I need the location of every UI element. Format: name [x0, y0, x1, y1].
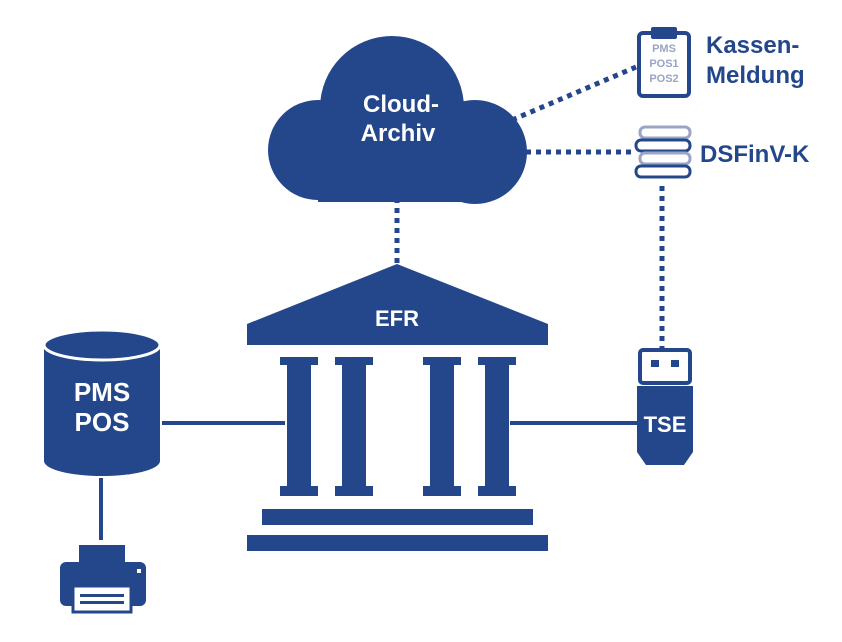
building-label: EFR	[375, 306, 419, 331]
kassen-label-line2: Meldung	[706, 62, 805, 89]
usb-icon	[637, 348, 693, 465]
printer-icon	[60, 545, 146, 614]
dsfinv-label: DSFinV-K	[700, 141, 810, 168]
database-label-line2: POS	[75, 407, 130, 437]
cloud-label-line1: Cloud-	[363, 91, 439, 118]
database-icon	[42, 328, 162, 476]
clipboard-icon: PMS POS1 POS2	[637, 27, 691, 98]
cloud-label-line2: Archiv	[361, 120, 436, 147]
usb-label: TSE	[644, 412, 687, 437]
database-label-line1: PMS	[74, 377, 130, 407]
dotted-connectors	[394, 64, 665, 350]
clipboard-line-1: PMS	[652, 43, 676, 55]
kassen-label-line1: Kassen-	[706, 32, 799, 59]
building-columns	[280, 357, 516, 496]
cloud-icon	[268, 36, 527, 204]
connector-cloud-clipboard	[511, 64, 637, 123]
solid-connectors	[99, 421, 640, 540]
clipboard-line-2: POS1	[649, 58, 678, 70]
building-icon	[247, 264, 548, 551]
clipboard-line-3: POS2	[649, 73, 678, 85]
books-icon	[634, 125, 692, 179]
